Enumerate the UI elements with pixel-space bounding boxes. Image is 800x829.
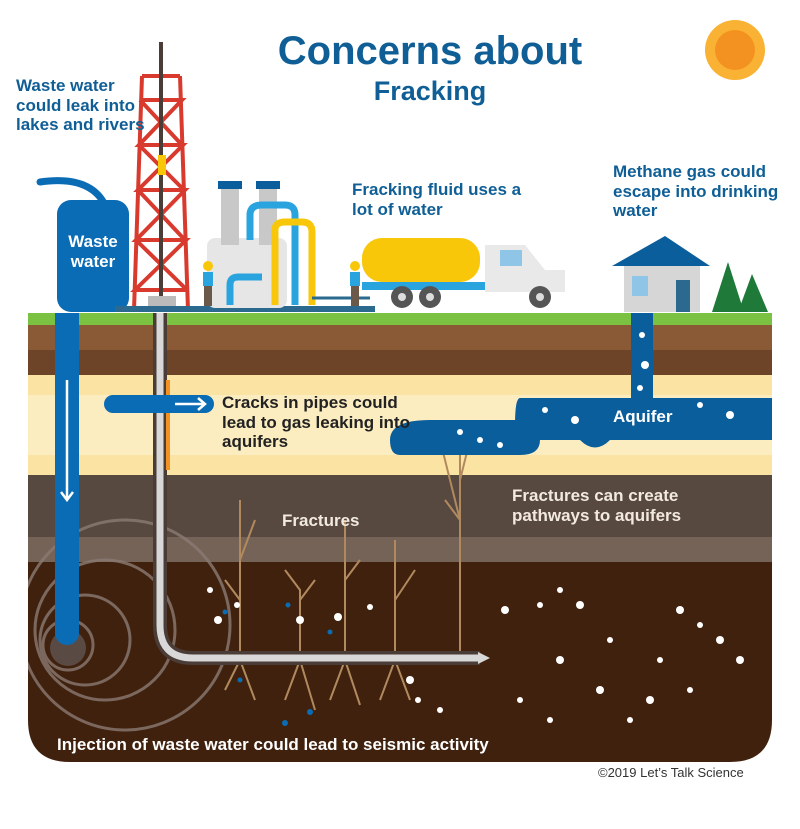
label-cracks: Cracks in pipes could lead to gas leakin…	[222, 393, 410, 452]
processing-plant	[115, 181, 375, 312]
waste-water-tank	[36, 177, 129, 312]
water-truck	[362, 238, 565, 308]
label-aquifer: Aquifer	[613, 407, 673, 426]
title-line1: Concerns about	[277, 29, 583, 73]
label-waste-tank: Waste water	[68, 232, 118, 271]
label-waste-leak: Waste water could leak into lakes and ri…	[16, 76, 145, 135]
seismic-rings	[28, 518, 232, 732]
title-line2: Fracking	[373, 76, 487, 106]
ground-layers	[28, 313, 772, 762]
tree-icon	[712, 262, 768, 312]
label-fluid: Fracking fluid uses a lot of water	[352, 180, 522, 219]
label-seismic: Injection of waste water could lead to s…	[57, 735, 489, 754]
copyright: ©2019 Let’s Talk Science	[598, 765, 744, 780]
leak-arrow	[104, 395, 214, 413]
house-icon	[612, 236, 710, 312]
sun-icon	[705, 20, 765, 80]
label-pathways: Fractures can create pathways to aquifer…	[512, 486, 682, 525]
gas-bubbles	[207, 587, 744, 723]
label-fractures: Fractures	[282, 511, 360, 530]
fractures	[224, 439, 471, 711]
worker-icon	[350, 261, 360, 306]
label-methane: Methane gas could escape into drinking w…	[613, 162, 779, 221]
worker-icon	[203, 261, 213, 306]
